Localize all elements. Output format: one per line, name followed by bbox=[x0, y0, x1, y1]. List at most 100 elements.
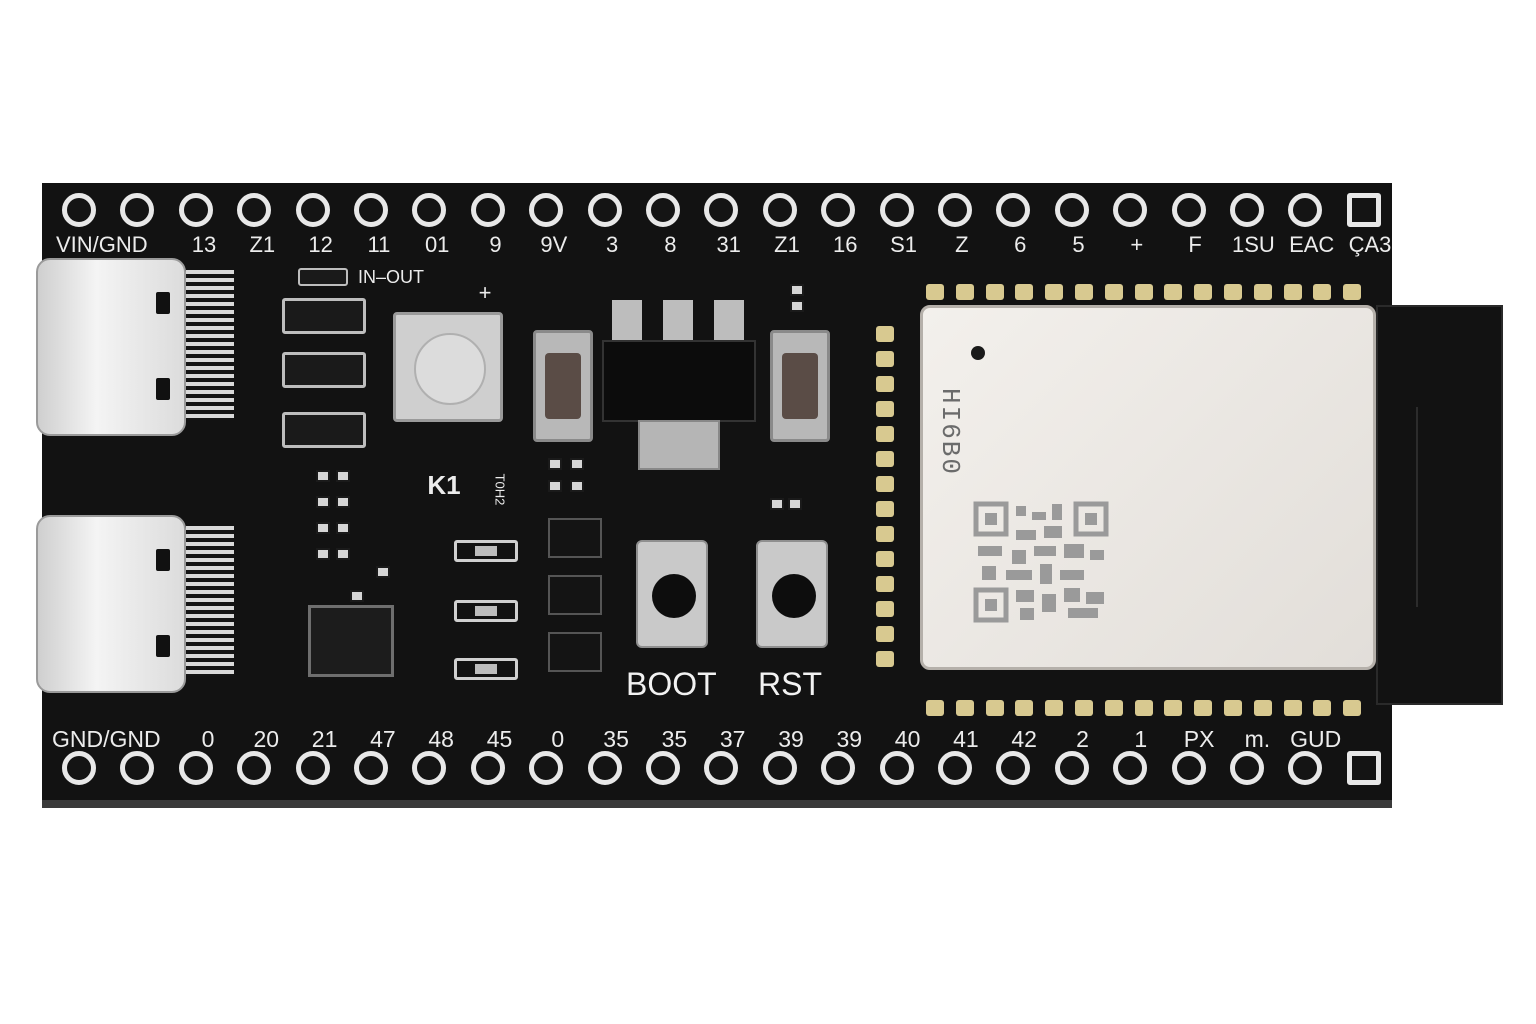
header-pin[interactable] bbox=[996, 751, 1031, 785]
header-pin[interactable] bbox=[120, 751, 155, 785]
module-pad bbox=[876, 651, 894, 667]
pin-label: EAC bbox=[1289, 232, 1335, 257]
header-pin[interactable] bbox=[1288, 751, 1323, 785]
header-pin[interactable] bbox=[1113, 193, 1148, 227]
module-marking: HI6B0 bbox=[935, 388, 965, 477]
passive bbox=[336, 496, 350, 508]
header-pin[interactable] bbox=[821, 751, 856, 785]
led-lens bbox=[414, 333, 486, 405]
header-pin[interactable] bbox=[237, 193, 272, 227]
header-pin[interactable] bbox=[354, 751, 388, 785]
module-pad bbox=[1104, 700, 1123, 716]
header-pin[interactable] bbox=[470, 193, 505, 227]
module-pad bbox=[955, 284, 974, 300]
pin-label: 6 bbox=[1014, 232, 1027, 257]
passive bbox=[788, 498, 802, 510]
header-pin[interactable] bbox=[1346, 193, 1381, 227]
header-pin[interactable] bbox=[1346, 751, 1381, 785]
header-pin[interactable] bbox=[529, 193, 564, 227]
pin-label: 1SU bbox=[1231, 232, 1275, 257]
pin-label: 9 bbox=[489, 232, 502, 257]
header-pin[interactable] bbox=[178, 193, 213, 227]
pin-label: 31 bbox=[716, 232, 741, 257]
pin-label: 37 bbox=[719, 726, 746, 752]
usb-pins bbox=[186, 270, 234, 420]
regulator-tab bbox=[638, 420, 720, 470]
header-pin[interactable] bbox=[646, 193, 680, 227]
header-pin[interactable] bbox=[762, 193, 797, 227]
header-pin[interactable] bbox=[62, 751, 96, 785]
passive bbox=[548, 458, 562, 470]
module-pad bbox=[876, 526, 894, 542]
header-pin[interactable] bbox=[704, 193, 739, 227]
header-pin[interactable] bbox=[1171, 751, 1206, 785]
pin-label: 39 bbox=[778, 726, 804, 752]
usb-uart-chip bbox=[308, 605, 394, 677]
header-pin[interactable] bbox=[120, 193, 155, 227]
header-pin[interactable] bbox=[470, 751, 505, 785]
pin-label: m. bbox=[1244, 726, 1271, 752]
small-marking: T0H2 bbox=[492, 473, 508, 506]
header-pin[interactable] bbox=[587, 751, 622, 785]
header-pin[interactable] bbox=[879, 193, 914, 227]
pin-label: ÇA3 bbox=[1348, 232, 1392, 257]
passive bbox=[316, 522, 330, 534]
usb-slot bbox=[156, 549, 170, 571]
module-pad bbox=[1343, 284, 1362, 300]
module-pad bbox=[1075, 284, 1093, 300]
passive bbox=[548, 480, 562, 492]
header-pin[interactable] bbox=[996, 193, 1031, 227]
header-pin[interactable] bbox=[1054, 751, 1089, 785]
in-out-label: IN–OUT bbox=[358, 267, 425, 287]
header-pin[interactable] bbox=[762, 751, 797, 785]
header-pin[interactable] bbox=[1171, 193, 1206, 227]
header-pin[interactable] bbox=[879, 751, 914, 785]
pin-label: 13 bbox=[191, 232, 217, 257]
header-pin[interactable] bbox=[1113, 751, 1148, 785]
passive bbox=[376, 566, 390, 578]
header-pin[interactable] bbox=[295, 193, 330, 227]
module-pad bbox=[1015, 284, 1034, 300]
header-pin[interactable] bbox=[295, 751, 330, 785]
module-pad bbox=[876, 576, 894, 592]
module-pad bbox=[876, 426, 894, 442]
header-pin[interactable] bbox=[938, 751, 972, 785]
pin-label: GUD bbox=[1290, 726, 1342, 752]
module-pad bbox=[1134, 284, 1153, 300]
header-pin[interactable] bbox=[62, 193, 96, 227]
reset-button[interactable] bbox=[756, 540, 828, 648]
usb-slot bbox=[156, 635, 170, 657]
transistor bbox=[548, 575, 602, 615]
boot-button[interactable] bbox=[636, 540, 708, 648]
pin-label: 21 bbox=[311, 726, 338, 752]
usb-c-connector-top[interactable] bbox=[36, 258, 186, 436]
pin-label: 0 bbox=[201, 726, 215, 752]
header-pin[interactable] bbox=[646, 751, 680, 785]
rgb-led bbox=[393, 312, 503, 422]
header-pin[interactable] bbox=[1288, 193, 1323, 227]
header-pin[interactable] bbox=[1230, 193, 1264, 227]
header-pin[interactable] bbox=[412, 751, 447, 785]
pin-label: 8 bbox=[664, 232, 677, 257]
regulator-pin bbox=[612, 300, 642, 340]
header-pin[interactable] bbox=[1230, 751, 1264, 785]
header-pin[interactable] bbox=[412, 193, 447, 227]
module-pad bbox=[1104, 284, 1123, 300]
module-pad bbox=[1313, 284, 1332, 300]
usb-c-connector-bottom[interactable] bbox=[36, 515, 186, 693]
header-pin[interactable] bbox=[938, 193, 972, 227]
diode bbox=[282, 412, 366, 448]
module-pad bbox=[1134, 700, 1153, 716]
header-pin[interactable] bbox=[587, 193, 622, 227]
passive bbox=[336, 470, 350, 482]
header-pin[interactable] bbox=[178, 751, 213, 785]
module-pad bbox=[1224, 700, 1242, 716]
module-pad bbox=[926, 284, 944, 300]
header-pin[interactable] bbox=[354, 193, 388, 227]
header-pin[interactable] bbox=[237, 751, 272, 785]
pin-label: VIN/GND bbox=[56, 232, 148, 257]
header-pin[interactable] bbox=[529, 751, 564, 785]
header-pin[interactable] bbox=[821, 193, 856, 227]
header-pin[interactable] bbox=[704, 751, 739, 785]
header-pin[interactable] bbox=[1054, 193, 1089, 227]
